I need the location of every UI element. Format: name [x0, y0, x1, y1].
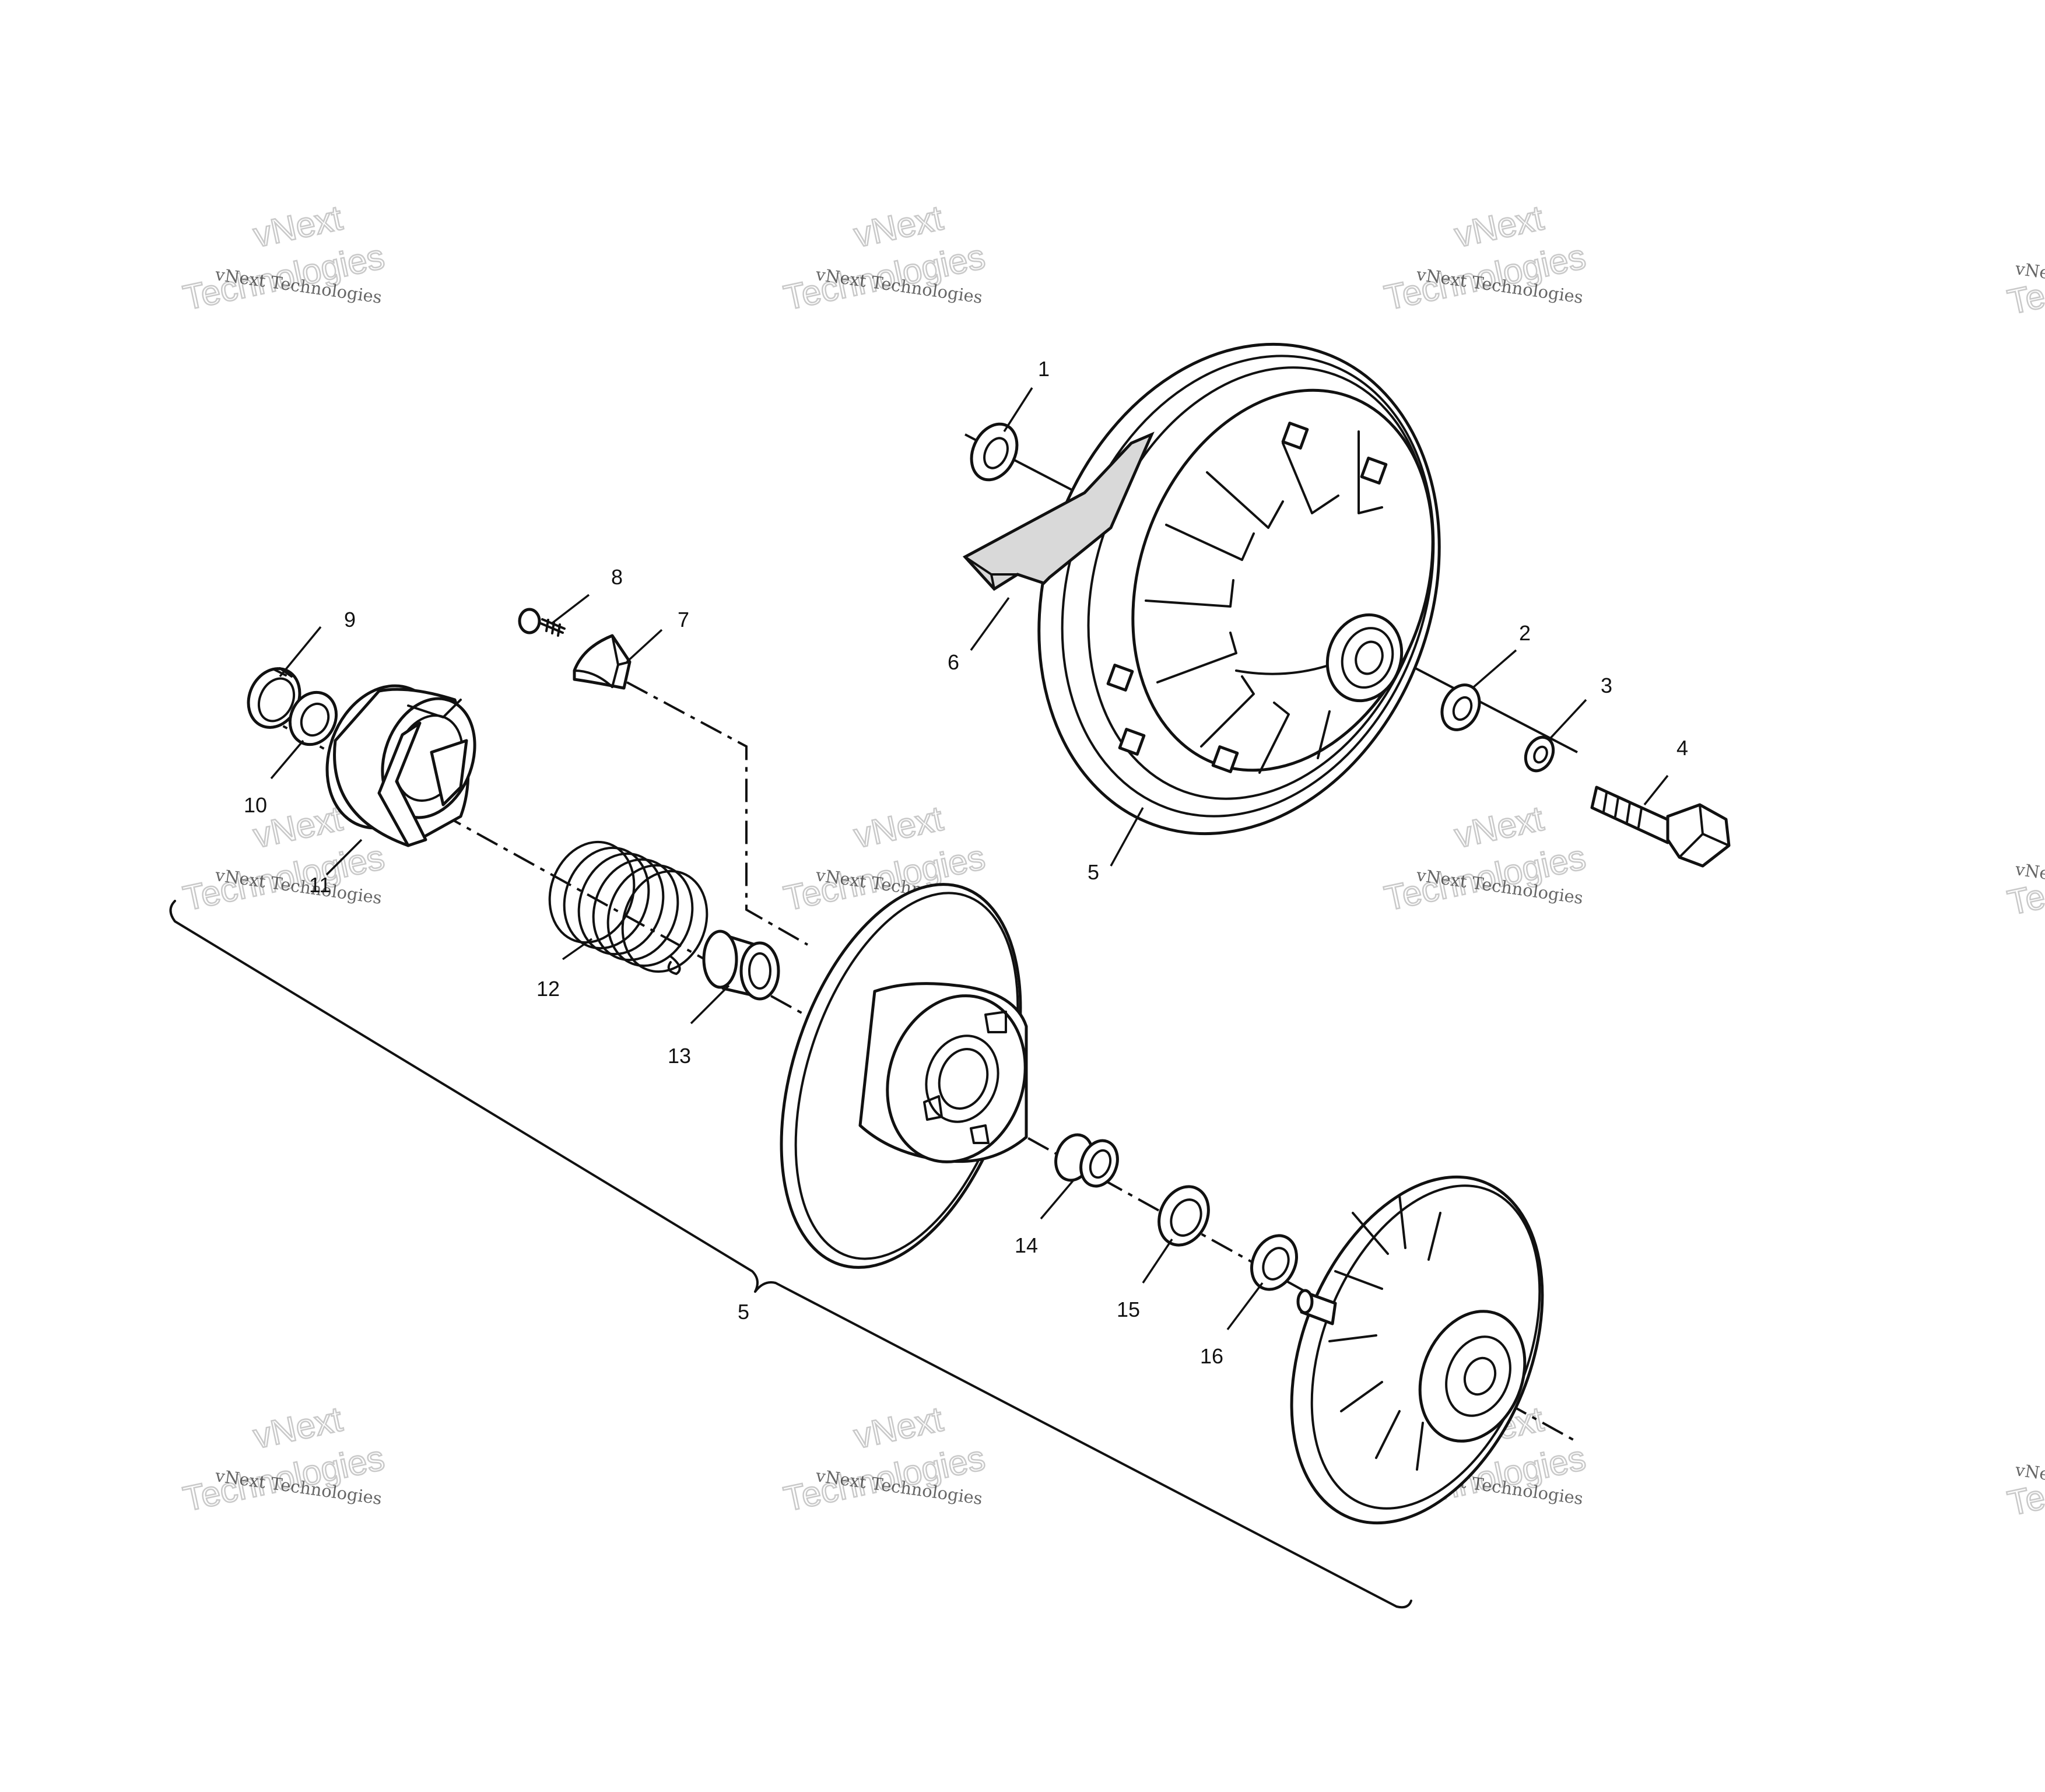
callout-15: 15 — [1117, 1297, 1140, 1321]
pin-alignment-line — [626, 681, 808, 946]
part-4-bolt — [1590, 785, 1731, 868]
part-11-helix — [325, 684, 476, 847]
leader-lines — [270, 387, 1669, 1331]
callout-16: 16 — [1200, 1344, 1223, 1368]
part-16-washer — [1250, 1234, 1298, 1291]
callout-14: 14 — [1015, 1233, 1038, 1257]
svg-text:vNext: vNext — [851, 798, 946, 855]
callout-11: 11 — [309, 873, 331, 897]
callout-6: 6 — [948, 650, 959, 674]
watermark-layer: vNext Technologies vNext Technologies vN… — [179, 197, 2045, 1524]
part-14-bushing — [1054, 1133, 1119, 1188]
callout-10: 10 — [244, 793, 267, 817]
callout-7: 7 — [678, 608, 689, 632]
svg-text:vNext: vNext — [250, 198, 346, 254]
callout-3: 3 — [1601, 674, 1612, 697]
callout-9: 9 — [344, 608, 356, 632]
part-3-lock-washer — [1524, 735, 1555, 773]
part-5-driven-sheave — [1037, 342, 1441, 836]
svg-text:vNext: vNext — [851, 198, 946, 254]
part-5-moveable-sheave — [780, 883, 1028, 1269]
part-5-stationary-sheave — [1290, 1175, 1544, 1525]
callout-4: 4 — [1676, 736, 1688, 760]
callout-5-top: 5 — [1088, 860, 1099, 884]
callout-2: 2 — [1519, 621, 1531, 645]
svg-text:vNext: vNext — [1451, 798, 1547, 855]
callout-1: 1 — [1038, 357, 1050, 381]
assembly-brace — [169, 900, 1412, 1609]
svg-text:vNext: vNext — [851, 1399, 946, 1456]
part-7-button — [573, 634, 632, 690]
callout-13: 13 — [668, 1044, 691, 1068]
part-13-bushing — [702, 930, 780, 1001]
callout-8: 8 — [611, 565, 623, 589]
svg-text:vNext: vNext — [1451, 198, 1547, 254]
part-10-washer — [288, 690, 338, 746]
part-15-washer — [1157, 1185, 1210, 1247]
part-2-washer — [1440, 683, 1481, 731]
part-6-drive-belt — [962, 432, 1155, 591]
part-1-washer — [970, 422, 1019, 482]
part-12-spring — [548, 840, 708, 975]
callout-12: 12 — [536, 977, 560, 1001]
svg-text:vNext: vNext — [250, 1399, 346, 1456]
callout-labels: 1 2 3 4 5 6 7 8 9 10 11 12 13 14 15 16 5 — [244, 357, 1688, 1368]
part-9-snap-ring — [247, 667, 301, 729]
part-8-screw — [518, 608, 566, 637]
callout-5-assembly: 5 — [738, 1300, 749, 1324]
